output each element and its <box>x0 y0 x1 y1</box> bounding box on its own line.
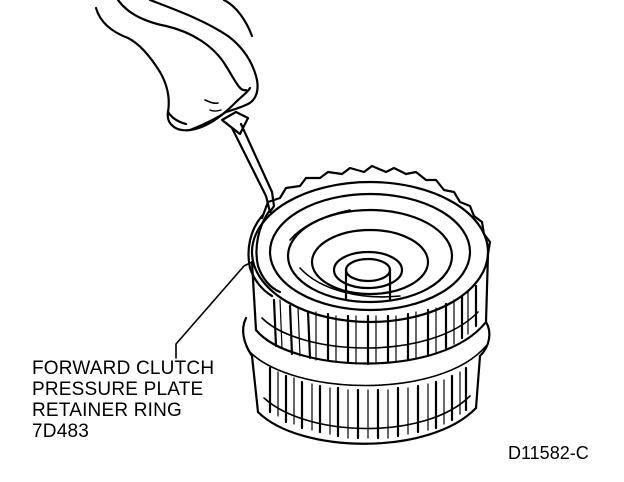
clutch-drum-top <box>250 180 490 324</box>
hand-icon <box>94 0 259 132</box>
screwdriver-icon <box>220 110 276 214</box>
callout-part-number: 7D483 <box>32 421 89 442</box>
clutch-drum-lower <box>242 316 491 445</box>
retainer-ring-callout: FORWARD CLUTCH PRESSURE PLATE RETAINER R… <box>32 358 214 442</box>
figure-id: D11582-C <box>508 443 589 463</box>
leader-line <box>175 261 253 359</box>
retainer-ring <box>247 208 282 298</box>
clutch-drum-upper-body <box>250 252 490 366</box>
callout-line-3: RETAINER RING <box>32 400 183 421</box>
callout-line-2: PRESSURE PLATE <box>32 379 204 400</box>
callout-line-1: FORWARD CLUTCH <box>32 358 215 379</box>
gear-teeth <box>260 164 492 256</box>
